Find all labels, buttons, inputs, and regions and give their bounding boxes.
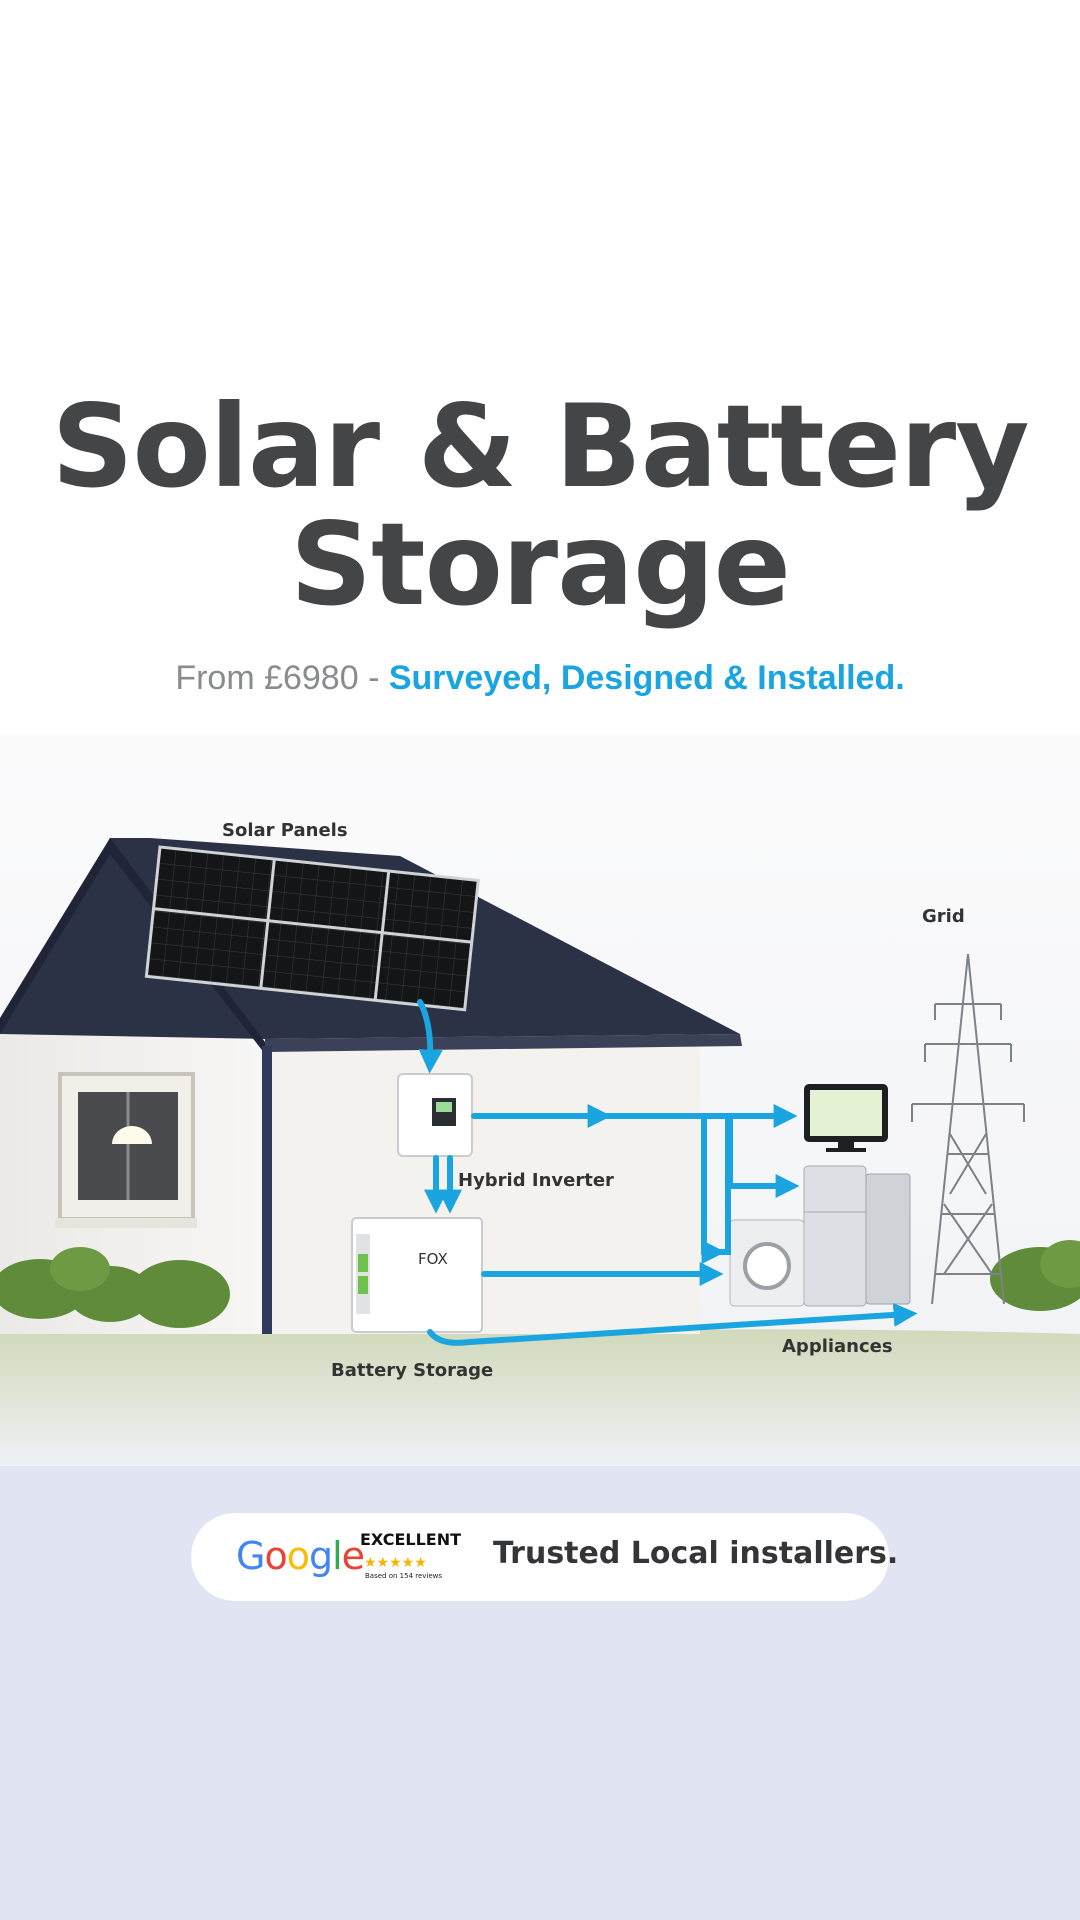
rating-label: EXCELLENT <box>360 1530 461 1549</box>
service-tagline: Surveyed, Designed & Installed. <box>388 659 905 697</box>
roof-eave <box>265 1034 742 1052</box>
hybrid-inverter <box>397 1073 473 1157</box>
tv <box>804 1084 888 1152</box>
energy-flow-arrows <box>417 999 918 1346</box>
google-logo-letter: o <box>264 1534 287 1578</box>
bushes-right <box>990 1240 1080 1311</box>
solar-panels <box>144 845 480 1012</box>
label-appliances: Appliances <box>782 1336 893 1357</box>
fridge <box>803 1165 911 1307</box>
bushes-left <box>0 1247 230 1328</box>
google-logo-letter: G <box>236 1534 265 1578</box>
google-logo-letter: g <box>308 1534 333 1578</box>
page-title-line-2: Storage <box>290 498 791 631</box>
roof-edge <box>0 838 265 1054</box>
ground <box>0 1324 1080 1466</box>
review-count: Based on 154 reviews <box>365 1572 443 1580</box>
trust-tagline: Trusted Local installers. <box>493 1536 899 1571</box>
window <box>55 1072 197 1228</box>
label-hybrid-inverter: Hybrid Inverter <box>458 1170 614 1191</box>
google-review-badge[interactable] <box>191 1513 889 1601</box>
google-logo: Google <box>236 1531 365 1581</box>
house-diagram: FOX <box>0 838 1080 1466</box>
page-title-line-1: Solar & Battery <box>51 380 1029 513</box>
rating-stars-icon: ★★★★★ <box>364 1554 427 1570</box>
label-grid: Grid <box>922 906 965 927</box>
label-solar-panels: Solar Panels <box>222 820 348 841</box>
google-logo-letter: l <box>332 1534 343 1578</box>
hero-subtitle: From £6980 - Surveyed, Designed & Instal… <box>0 656 1080 700</box>
solar-system-illustration: FOX <box>0 734 1080 1466</box>
page-title: Solar & Battery Storage <box>0 388 1080 624</box>
google-logo-letter: e <box>341 1534 365 1578</box>
google-logo-letter: o <box>286 1534 310 1578</box>
price-text: From £6980 - <box>175 659 389 697</box>
battery-storage: FOX <box>351 1217 483 1333</box>
drainpipe <box>262 1046 272 1334</box>
grid-pylon <box>911 953 1025 1305</box>
label-battery-storage: Battery Storage <box>331 1360 494 1381</box>
svg-text:FOX: FOX <box>418 1250 448 1268</box>
washing-machine <box>729 1219 805 1307</box>
